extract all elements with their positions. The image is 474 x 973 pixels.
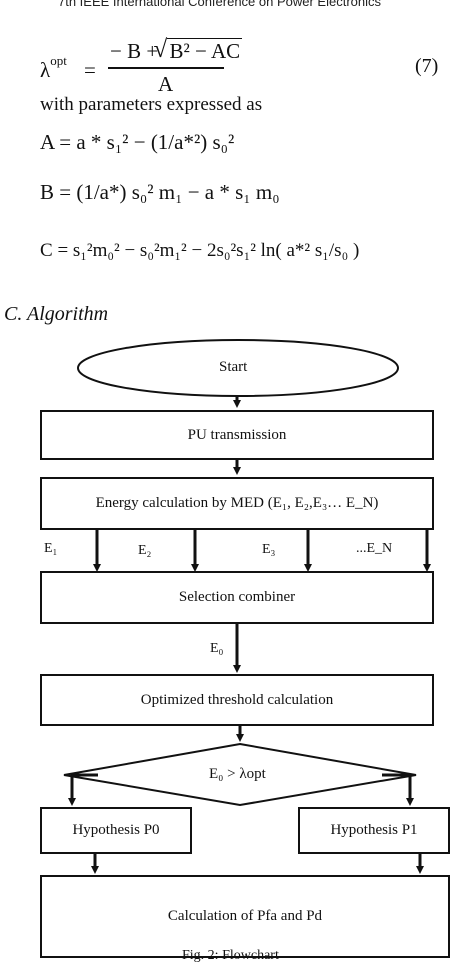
sqrt-group: √ B² − AC [153, 36, 243, 64]
lhs-superscript: opt [50, 53, 67, 68]
hypothesis-p1-box: Hypothesis P1 [298, 807, 450, 854]
numerator-prefix: − B + [110, 39, 159, 63]
decision-diamond [63, 742, 417, 807]
param-a-text: = a * s₁² − (1/a*²) s₀² [59, 130, 235, 154]
running-header-text: 7th IEEE International Conference on Pow… [58, 0, 382, 9]
arrow-decision-hyp0 [68, 773, 98, 806]
param-c: C = s₁²m₀² − s₀²m₁² − 2s₀²s₁² ln( a*² s₁… [40, 240, 360, 261]
pu-transmission-label: PU transmission [187, 426, 287, 443]
param-a: A = a * s₁² − (1/a*²) s₀² [40, 130, 235, 154]
equation-lhs: λopt [40, 53, 67, 82]
edge-label-e0: E₀ [210, 641, 224, 656]
sqrt-content: B² − AC [167, 38, 243, 63]
calculation-box: Calculation of Pfa and Pd [40, 875, 450, 958]
equation-equals: = [84, 58, 96, 82]
selection-combiner-label: Selection combiner [178, 589, 296, 605]
param-b-text: = (1/a*) s₀² m₁ − a * s₁ m₀ [59, 180, 280, 204]
figure-caption: Fig. 2: Flowchart [182, 948, 279, 963]
edge-label-e3: E₃ [262, 542, 276, 557]
energy-calculation-box: Energy calculation by MED (E₁, E₂,E₃… E_… [40, 477, 434, 530]
hypothesis-p0-box: Hypothesis P0 [40, 807, 192, 854]
param-b: B = (1/a*) s₀² m₁ − a * s₁ m₀ [40, 180, 280, 204]
param-c-text: = s₁²m₀² − s₀²m₁² − 2s₀²s₁² ln( a*² s₁/s… [57, 240, 360, 261]
decision-label: E₀ > λopt [209, 766, 266, 782]
arrow-decision-hyp1 [382, 773, 414, 806]
calculation-label: Calculation of Pfa and Pd [167, 908, 323, 924]
hypothesis-p1-label: Hypothesis P1 [330, 822, 418, 838]
hypothesis-p0-label: Hypothesis P0 [72, 822, 160, 838]
threshold-label: Optimized threshold calculation [140, 691, 334, 708]
running-header: 7th IEEE International Conference on Pow… [0, 0, 474, 10]
edge-label-e2: E₂ [138, 543, 152, 558]
threshold-box: Optimized threshold calculation [40, 674, 434, 726]
start-label: Start [219, 359, 248, 375]
equation-numerator: − B + √ B² − AC [110, 36, 243, 64]
selection-combiner-box: Selection combiner [40, 571, 434, 624]
params-intro: with parameters expressed as [40, 94, 263, 115]
equation-number: (7) [415, 55, 439, 77]
section-heading: C. Algorithm [4, 303, 109, 325]
sqrt-icon: √ [153, 36, 168, 63]
energy-calculation-label: Energy calculation by MED (E₁, E₂,E₃… E_… [95, 495, 379, 511]
pu-transmission-box: PU transmission [40, 410, 434, 460]
fraction-bar [108, 67, 224, 69]
equation-denominator: A [158, 72, 174, 96]
edge-label-e1: E₁ [44, 541, 58, 556]
edge-label-en: ...E_N [356, 541, 393, 556]
